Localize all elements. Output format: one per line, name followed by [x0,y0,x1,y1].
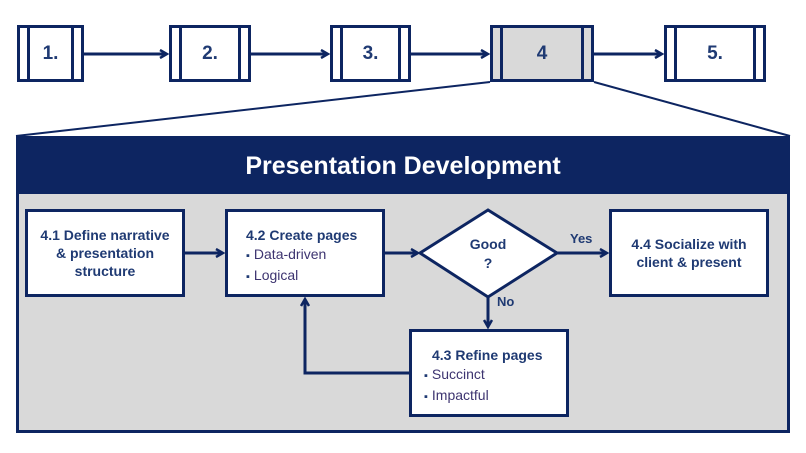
step-label: 1. [42,42,59,64]
no-label: No [497,294,515,309]
box-4-1: 4.1 Define narrative & presentation stru… [25,209,185,297]
bullet: Impactful [424,386,566,407]
step-label: 4 [536,42,548,64]
detail-panel: Presentation Development [16,136,790,433]
step-4-active: 4 [490,25,594,82]
box-4-4: 4.4 Socialize with client & present [609,209,769,297]
panel-title: Presentation Development [19,139,787,194]
step-5: 5. [664,25,766,82]
step-3: 3. [330,25,411,82]
box-4-2: 4.2 Create pages Data-driven Logical [225,209,385,297]
bullet: Data-driven [246,245,382,266]
box-title: 4.2 Create pages [246,227,358,243]
zoom-line-right [593,81,791,137]
box-title: 4.3 Refine pages [432,347,543,363]
box-label: 4.1 Define narrative & presentation stru… [40,227,170,279]
step-1: 1. [17,25,84,82]
box-label: 4.4 Socialize with client & present [631,236,747,270]
step-label: 2. [202,42,218,64]
yes-label: Yes [570,231,593,246]
bullet: Succinct [424,365,566,386]
zoom-line-left [15,81,491,137]
bullet: Logical [246,266,382,287]
step-label: 5. [707,42,723,64]
decision-label: Good? [441,235,535,273]
decision-diamond [417,208,560,299]
box-4-3: 4.3 Refine pages Succinct Impactful [409,329,569,417]
step-label: 3. [362,42,379,64]
decision-line: Good [469,236,507,252]
step-2: 2. [169,25,251,82]
arrow-loop [305,299,409,375]
decision-line: ? [483,255,493,271]
